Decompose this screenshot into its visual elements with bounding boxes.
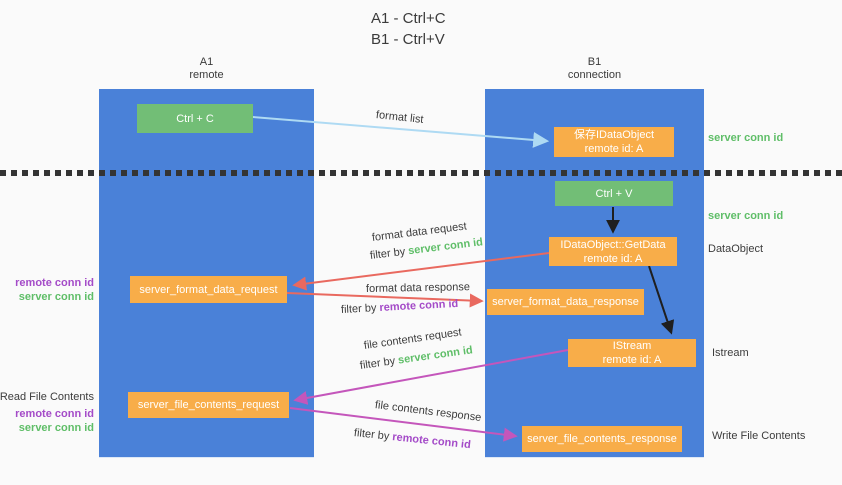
format-response-label: server_format_data_response xyxy=(492,296,639,308)
istream-side-label: Istream xyxy=(712,347,749,359)
server-format-data-request-node: server_format_data_request xyxy=(130,276,287,303)
server-format-data-response-node: server_format_data_response xyxy=(487,289,644,315)
ctrl-v-label: Ctrl + V xyxy=(595,187,633,200)
file-contents-response-label: file contents response xyxy=(374,399,482,424)
remote-conn-id-text: remote conn id xyxy=(391,431,472,452)
lifeline-b1-subtitle: connection xyxy=(567,69,622,81)
lifeline-header-b1: B1 connection xyxy=(485,56,704,82)
phase-divider-dotted-line xyxy=(0,170,842,176)
format-request-label: server_format_data_request xyxy=(139,283,278,296)
dataobject-label: DataObject xyxy=(708,243,764,255)
lifeline-header-a1: A1 remote xyxy=(99,56,314,82)
ctrl-c-node: Ctrl + C xyxy=(137,104,253,133)
filter-by-text: filter by xyxy=(359,354,399,372)
format-list-label: format list xyxy=(375,109,425,126)
filter-by-text: filter by xyxy=(353,427,393,443)
title-line-1: A1 - Ctrl+C xyxy=(371,10,446,27)
title-line-2: B1 - Ctrl+V xyxy=(371,31,445,48)
lifeline-a1-name: A1 xyxy=(199,56,214,68)
lifeline-a1-subtitle: remote xyxy=(189,69,224,81)
save-idataobject-node: 保存IDataObject remote id: A xyxy=(554,127,674,157)
server-file-contents-response-node: server_file_contents_response xyxy=(522,426,682,452)
idataobject-getdata-node: IDataObject::GetData remote id: A xyxy=(549,237,677,266)
format-data-response-label: format data response xyxy=(365,281,471,295)
right-server-conn-id-label-1: server conn id xyxy=(708,132,784,144)
file-response-label: server_file_contents_response xyxy=(527,433,677,445)
right-server-conn-id-label-2: server conn id xyxy=(708,210,784,222)
server-conn-id-text: server conn id xyxy=(407,236,484,258)
istream-line2: remote id: A xyxy=(602,354,662,366)
getdata-line2: remote id: A xyxy=(583,252,643,265)
left-remote-conn-id-1: remote conn id xyxy=(15,277,94,289)
ctrl-v-node: Ctrl + V xyxy=(555,181,673,206)
file-response-filter-label: filter by remote conn id xyxy=(353,427,471,451)
read-file-contents-label: Read File Contents xyxy=(0,391,94,403)
lifeline-b1-name: B1 xyxy=(587,56,602,68)
server-file-contents-request-node: server_file_contents_request xyxy=(128,392,289,418)
left-server-conn-id-2: server conn id xyxy=(18,422,94,434)
diagram-title: A1 - Ctrl+C B1 - Ctrl+V xyxy=(371,8,446,50)
istream-line1: IStream xyxy=(612,340,652,352)
filter-by-text: filter by xyxy=(340,301,380,316)
istream-node: IStream remote id: A xyxy=(568,339,696,367)
write-file-contents-label: Write File Contents xyxy=(712,430,806,442)
left-remote-conn-id-2: remote conn id xyxy=(15,408,94,420)
ctrl-c-label: Ctrl + C xyxy=(176,112,214,125)
format-response-filter-label: filter by remote conn id xyxy=(341,298,459,316)
file-request-label: server_file_contents_request xyxy=(137,399,280,411)
left-conn-id-pair-1: remote conn id server conn id xyxy=(15,276,94,304)
left-conn-id-pair-2: remote conn id server conn id xyxy=(15,407,94,435)
save-idataobject-line2: remote id: A xyxy=(584,143,644,155)
remote-conn-id-text: remote conn id xyxy=(379,297,459,314)
getdata-line1: IDataObject::GetData xyxy=(560,238,666,251)
filter-by-text: filter by xyxy=(369,245,409,262)
left-server-conn-id-1: server conn id xyxy=(18,291,94,303)
save-idataobject-line1: 保存IDataObject xyxy=(573,129,655,141)
server-conn-id-text: server conn id xyxy=(397,344,474,367)
